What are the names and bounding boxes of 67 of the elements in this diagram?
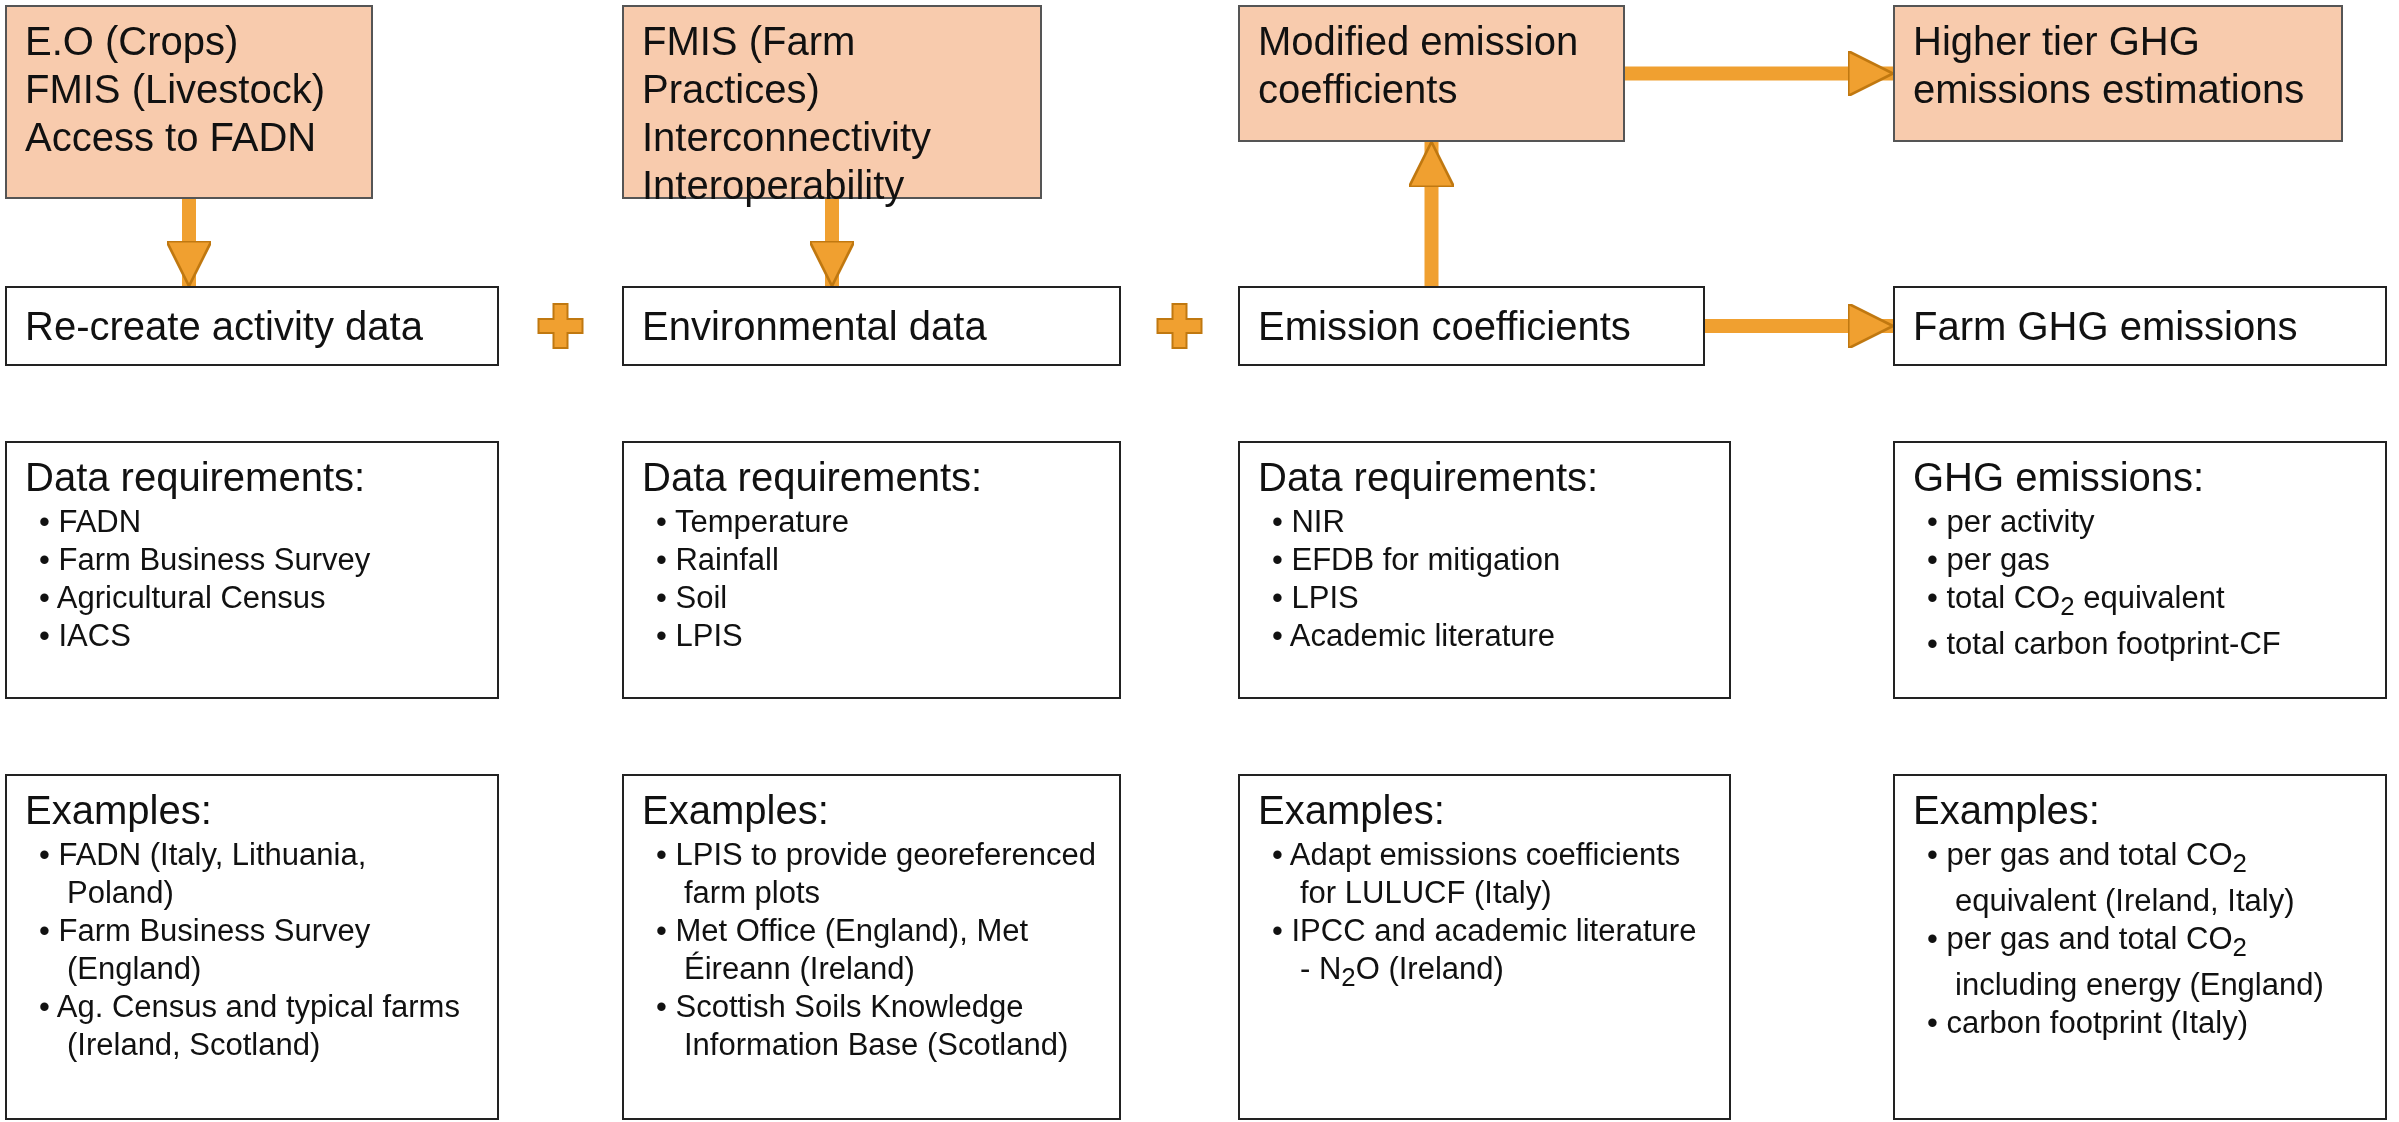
bullet-item: • Agricultural Census (38, 579, 327, 617)
process-box (1893, 286, 2387, 366)
bullet-item: • per gas and total CO$_{2}$ including energy (England) (1926, 920, 2325, 1005)
input-box (5, 5, 373, 199)
bullet-item: • FADN (38, 503, 143, 541)
box-heading: Data requirements: (25, 454, 367, 501)
process-box (622, 286, 1121, 366)
box-heading: Examples: (642, 787, 830, 834)
box-text: Environmental data (642, 303, 987, 350)
bullet-item: • FADN (Italy, Lithuania, Poland) (38, 836, 368, 912)
bullet-item: • Farm Business Survey (38, 541, 372, 579)
input-box (1238, 5, 1625, 142)
input-box (1893, 5, 2343, 142)
list-box (622, 774, 1121, 1120)
bullet-item: • Adapt emissions coefficients for LULUCF (Italy) (1271, 836, 1682, 912)
bullet-item: • Ag. Census and typical farms (Ireland, Scotland) (38, 988, 461, 1064)
list-box (1893, 774, 2387, 1120)
box-text: Interconnectivity (642, 114, 933, 161)
bullet-item: • total CO$_{2}$ equivalent (1926, 579, 2226, 623)
arrow (808, 199, 856, 288)
arrow (165, 199, 213, 288)
box-text: Emission coefficients (1258, 303, 1631, 350)
bullet-item: • LPIS (1271, 579, 1360, 617)
bullet-item: • NIR (1271, 503, 1346, 541)
arrow (1705, 302, 1895, 350)
box-text: FMIS (Farm Practices) (642, 18, 857, 113)
arrow (1625, 49, 1895, 98)
box-text: Modified emission coefficients (1258, 18, 1580, 113)
process-box (1238, 286, 1705, 366)
list-box (1238, 774, 1731, 1120)
process-box (5, 286, 499, 366)
bullet-item: • EFDB for mitigation (1271, 541, 1562, 579)
bullet-item: • per activity (1926, 503, 2096, 541)
bullet-item: • carbon footprint (Italy) (1926, 1004, 2249, 1043)
box-heading: Examples: (1258, 787, 1446, 834)
list-box (1238, 441, 1731, 699)
list-box (622, 441, 1121, 699)
bullet-item: • IACS (38, 617, 132, 655)
bullet-item: • per gas (1926, 541, 2051, 579)
box-heading: Data requirements: (1258, 454, 1600, 501)
box-text: E.O (Crops) (25, 18, 240, 65)
list-box (5, 441, 499, 699)
box-text: Interoperability (642, 162, 906, 209)
bullet-item: • LPIS to provide georeferenced farm plots (655, 836, 1097, 912)
box-heading: Data requirements: (642, 454, 984, 501)
box-text: Re-create activity data (25, 303, 423, 350)
bullet-item: • Met Office (England), Met Éireann (Ireland) (655, 912, 1030, 988)
box-text: Higher tier GHG emissions estimations (1913, 18, 2306, 113)
box-text: Access to FADN (25, 114, 318, 161)
bullet-item: • total carbon footprint-CF (1926, 625, 2282, 664)
box-text: Farm GHG emissions (1913, 303, 2298, 350)
bullet-item: • Scottish Soils Knowledge Information Base (Scotland) (655, 988, 1070, 1064)
box-heading: GHG emissions: (1913, 454, 2206, 501)
list-box (5, 774, 499, 1120)
arrow (1407, 140, 1456, 286)
bullet-item: • Academic literature (1271, 617, 1557, 655)
bullet-item: • per gas and total CO$_{2}$ equivalent (Ireland, Italy) (1926, 836, 2296, 921)
list-box (1893, 441, 2387, 699)
box-text: FMIS (Livestock) (25, 66, 327, 113)
bullet-item: • Farm Business Survey (England) (38, 912, 372, 988)
bullet-item: • Soil (655, 579, 729, 617)
bullet-item: • IPCC and academic literature - N$_{2}$O (Ireland) (1271, 912, 1698, 994)
bullet-item: • Temperature (655, 503, 850, 541)
bullet-item: • LPIS (655, 617, 744, 655)
box-heading: Examples: (25, 787, 213, 834)
bullet-item: • Rainfall (655, 541, 780, 579)
box-heading: Examples: (1913, 787, 2101, 834)
